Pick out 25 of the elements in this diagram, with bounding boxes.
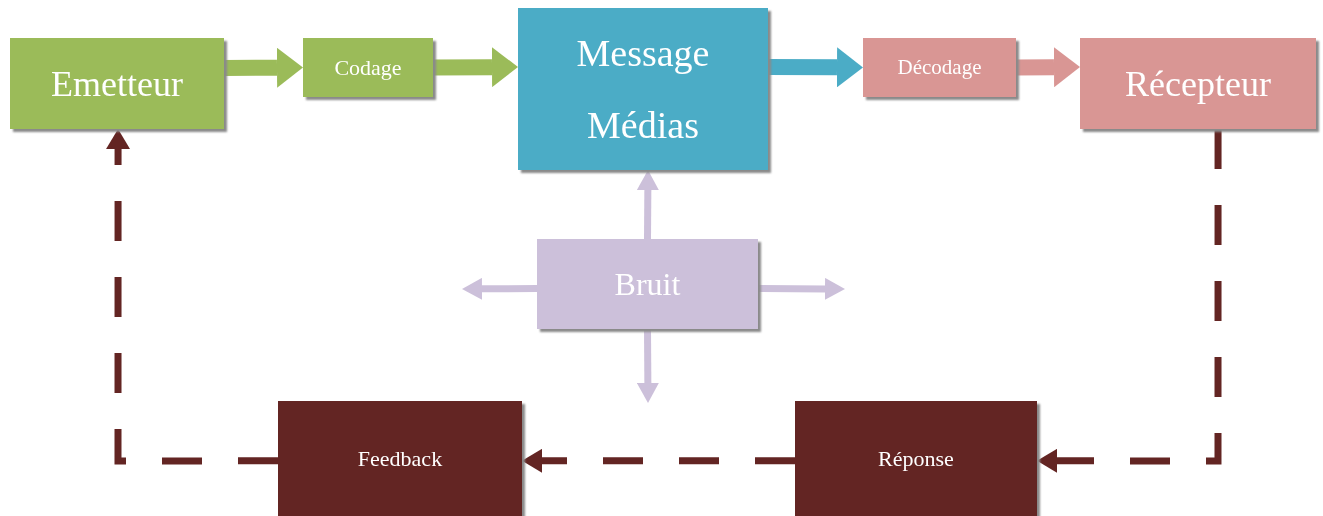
box-label: Message Médias <box>575 30 711 148</box>
box-label: Décodage <box>897 53 982 81</box>
process-box <box>10 38 224 129</box>
process-box <box>278 401 522 516</box>
process-box <box>1080 38 1316 129</box>
process-box <box>795 401 1037 516</box>
arrow <box>432 47 518 88</box>
process-box <box>863 38 1016 97</box>
box-label: Codage <box>334 54 402 82</box>
arrow <box>522 448 795 473</box>
arrow <box>767 47 863 88</box>
arrow <box>757 277 845 300</box>
box-label: Récepteur <box>1125 62 1271 106</box>
arrow <box>1015 47 1080 88</box>
arrow <box>636 328 659 403</box>
box-label: Feedback <box>357 445 443 473</box>
process-box <box>518 8 768 170</box>
process-box <box>303 38 433 97</box>
box-label: Réponse <box>878 445 954 473</box>
arrow <box>636 170 659 240</box>
box-label: Emetteur <box>51 62 183 106</box>
box-label: Bruit <box>614 265 681 304</box>
arrow <box>462 277 538 300</box>
arrow <box>223 47 303 88</box>
noise-box <box>537 239 758 329</box>
